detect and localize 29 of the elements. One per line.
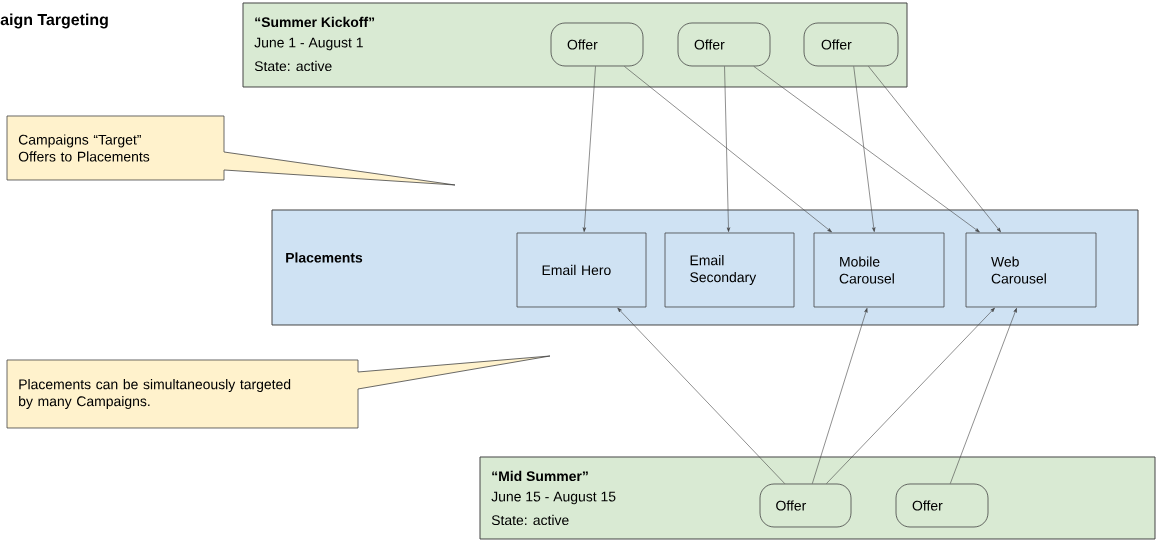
- arrow: [826, 307, 995, 484]
- offer-box: Offer: [677, 22, 771, 67]
- campaign-detail: State: active: [254, 60, 332, 72]
- arrow: [753, 66, 980, 233]
- offer-box: Offer: [759, 483, 852, 528]
- placement-box: Email Secondary: [664, 232, 795, 308]
- campaign-name: “Mid Summer”: [492, 470, 588, 482]
- callout: Campaigns “Target” Offers to Placements: [6, 115, 456, 186]
- arrow: [868, 66, 1001, 233]
- arrow: [949, 307, 1017, 484]
- group-heading: Placements: [286, 252, 363, 263]
- arrow: [853, 66, 876, 232]
- arrow: [582, 66, 596, 232]
- offer-box: Offer: [550, 22, 644, 67]
- offer-box: Offer: [803, 22, 899, 67]
- campaign-detail: June 1 - August 1: [254, 37, 363, 51]
- campaign-name: “Summer Kickoff”: [255, 16, 375, 28]
- campaign-detail: June 15 - August 15: [491, 491, 616, 505]
- diagram-title: aign Targeting: [0, 13, 108, 29]
- placement-box: Mobile Carousel: [813, 232, 945, 308]
- arrow: [617, 307, 785, 484]
- placement-box: Email Hero: [516, 232, 647, 308]
- offer-box: Offer: [895, 483, 989, 528]
- arrow: [624, 66, 832, 233]
- campaign-detail: State: active: [491, 514, 569, 526]
- placement-box: Web Carousel: [965, 232, 1097, 308]
- arrow: [724, 66, 731, 232]
- arrow: [812, 308, 868, 484]
- callout: Placements can be simultaneously targeted by many Campaigns.: [6, 355, 551, 429]
